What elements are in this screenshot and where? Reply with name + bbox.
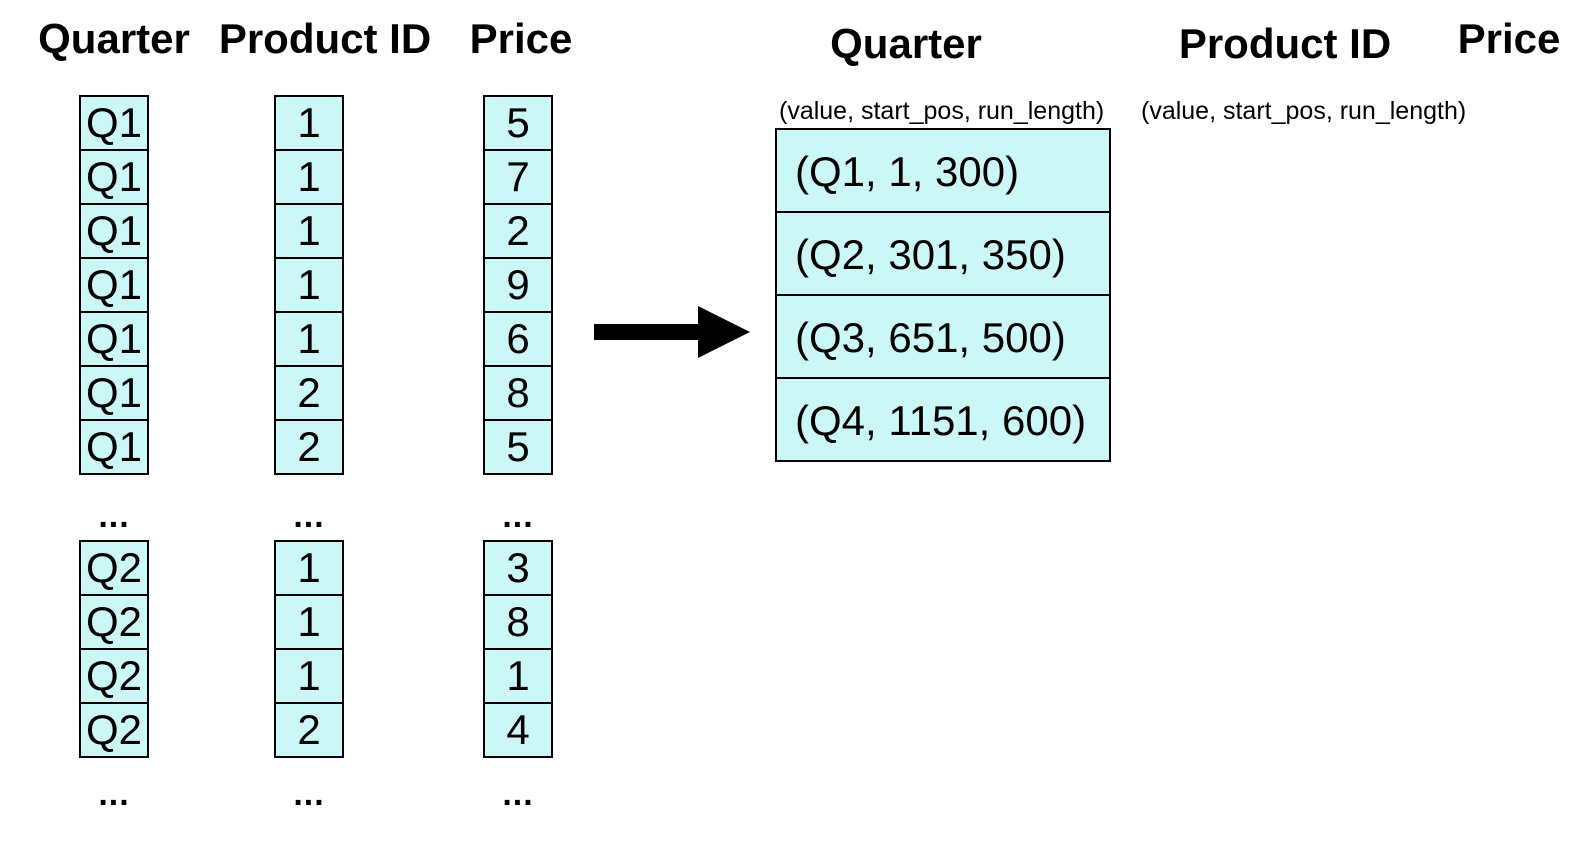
right-header-price: Price (1457, 15, 1561, 62)
quarter-rle-subtitle: (value, start_pos, run_length) (779, 97, 1105, 125)
table-cell: Q1 (79, 203, 149, 259)
table-cell: 5 (483, 419, 553, 475)
left-header-quarter: Quarter (38, 15, 190, 62)
table-cell: 1 (274, 257, 344, 313)
right-arrow-icon (594, 306, 750, 358)
table-cell: 1 (274, 203, 344, 259)
table-cell: 2 (274, 365, 344, 421)
table-cell: 1 (274, 149, 344, 205)
product-rle-subtitle: (value, start_pos, run_length) (1141, 97, 1467, 125)
table-cell: Q2 (79, 540, 149, 596)
rle-run-row: (Q3, 651, 500) (775, 294, 1111, 379)
table-cell: 1 (274, 311, 344, 367)
table-cell: 1 (274, 594, 344, 650)
ellipsis: ... (502, 775, 534, 813)
right-header-quarter: Quarter (830, 20, 982, 67)
table-cell: Q1 (79, 311, 149, 367)
right-header-product-id: Product ID (1178, 20, 1392, 67)
table-cell: Q1 (79, 95, 149, 151)
table-cell: 1 (274, 95, 344, 151)
table-cell: 6 (483, 311, 553, 367)
table-cell: 4 (483, 702, 553, 758)
table-cell: Q1 (79, 257, 149, 313)
table-cell: Q1 (79, 419, 149, 475)
table-cell: 2 (274, 419, 344, 475)
table-cell: Q1 (79, 149, 149, 205)
table-cell: 8 (483, 594, 553, 650)
ellipsis: ... (502, 497, 534, 535)
table-cell: 9 (483, 257, 553, 313)
table-cell: 1 (274, 540, 344, 596)
table-cell: 5 (483, 95, 553, 151)
table-cell: 1 (274, 648, 344, 704)
ellipsis: ... (98, 775, 130, 813)
ellipsis: ... (293, 497, 325, 535)
rle-run-row: (Q2, 301, 350) (775, 211, 1111, 296)
table-cell: 1 (483, 648, 553, 704)
table-cell: 2 (483, 203, 553, 259)
table-cell: Q2 (79, 648, 149, 704)
table-cell: 7 (483, 149, 553, 205)
rle-run-row: (Q1, 1, 300) (775, 128, 1111, 213)
rle-run-row: (Q4, 1151, 600) (775, 377, 1111, 462)
ellipsis: ... (293, 775, 325, 813)
ellipsis: ... (98, 497, 130, 535)
quarter-rle-column: (Q1, 1, 300) (Q2, 301, 350) (Q3, 651, 50… (775, 128, 1111, 462)
left-header-price: Price (469, 15, 573, 62)
table-cell: 3 (483, 540, 553, 596)
table-cell: 2 (274, 702, 344, 758)
table-cell: Q2 (79, 594, 149, 650)
left-header-product-id: Product ID (218, 15, 432, 62)
table-cell: Q1 (79, 365, 149, 421)
table-cell: Q2 (79, 702, 149, 758)
table-cell: 8 (483, 365, 553, 421)
